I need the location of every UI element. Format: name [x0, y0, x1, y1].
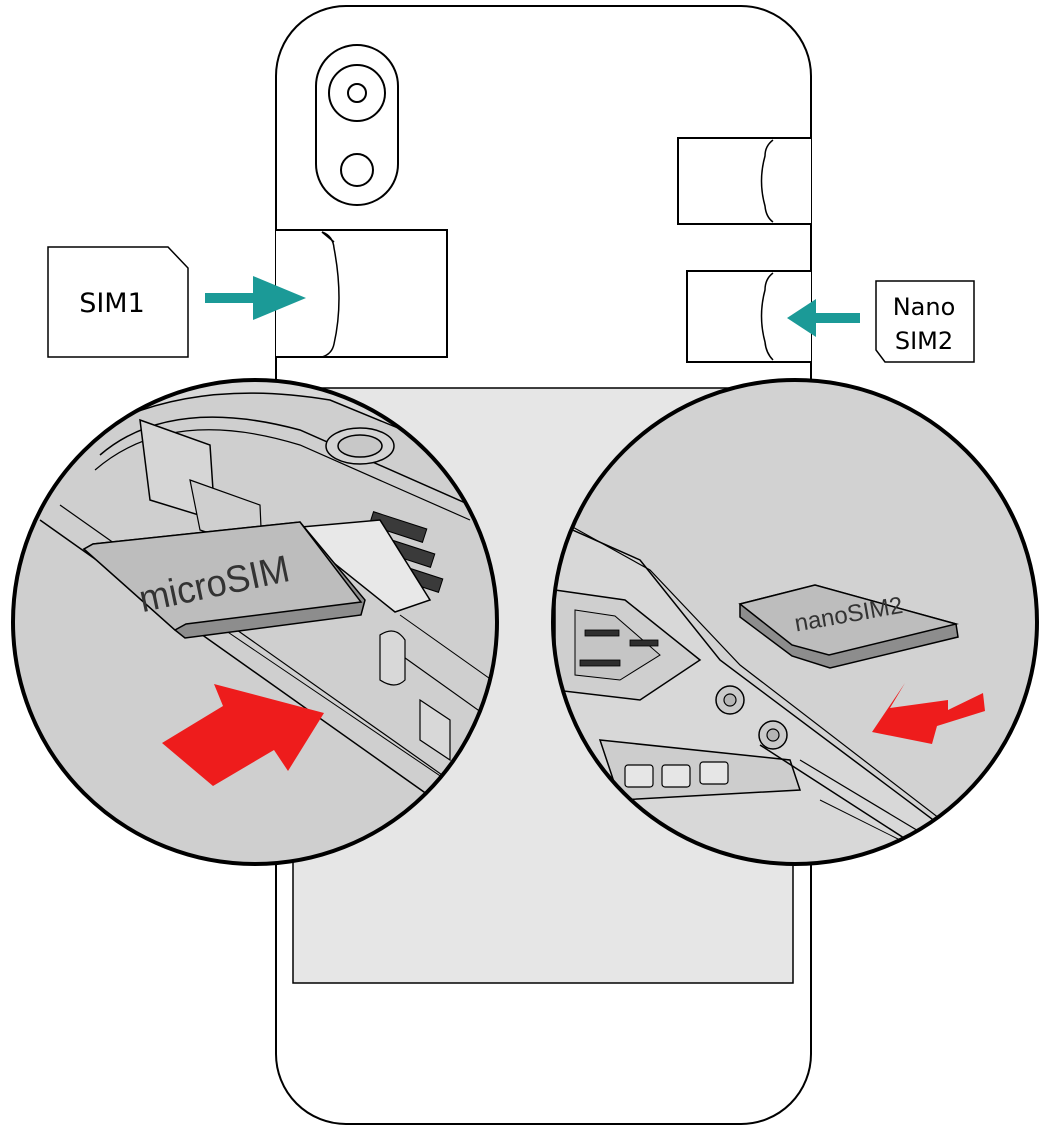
microsim-card: microSIM [82, 521, 366, 639]
red-arrow-right-icon [162, 684, 324, 786]
nanosim2-card: nanoSIM2 [738, 584, 959, 669]
sim1-card: SIM1 [47, 246, 189, 358]
teal-arrow-right-icon [205, 276, 306, 320]
nano-sim2-label-line1: Nano [893, 293, 956, 321]
red-arrow-left-icon [872, 683, 985, 744]
sim-slot-upper-right [677, 137, 811, 225]
sim1-label: SIM1 [79, 288, 145, 319]
camera-module-icon [315, 44, 399, 206]
nanosim2-insertion-inset: nanoSIM2 [551, 378, 1039, 866]
sim1-slot [276, 229, 448, 358]
nano-sim2-label-line2: SIM2 [895, 327, 953, 355]
sim2-slot [686, 270, 811, 363]
teal-arrow-left-icon [787, 299, 860, 337]
nano-sim2-card: Nano SIM2 [875, 280, 975, 363]
